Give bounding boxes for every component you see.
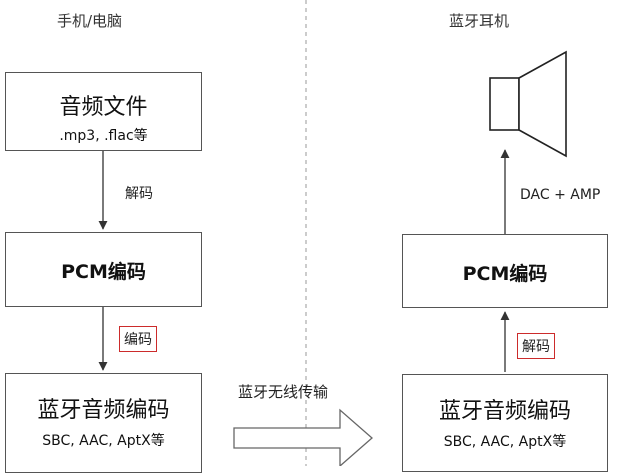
right-pcm-title: PCM编码 (462, 263, 548, 285)
right-decode-label: 解码 (517, 333, 555, 359)
right-bt-codec-formats: SBC, AAC, AptX等 (443, 434, 567, 450)
left-pcm-box: PCM编码 (5, 232, 202, 307)
left-decode-label: 解码 (125, 186, 153, 202)
right-bt-codec-title: 蓝牙音频编码 (438, 399, 571, 424)
audio-file-box: 音频文件 .mp3, .flac等 (5, 72, 202, 151)
left-section-title: 手机/电脑 (57, 12, 123, 30)
transfer-arrow (233, 408, 373, 466)
audio-file-title: 音频文件 (59, 95, 148, 120)
right-bt-codec-box: 蓝牙音频编码 SBC, AAC, AptX等 (402, 374, 608, 472)
left-pcm-title: PCM编码 (61, 261, 146, 283)
right-section-title: 蓝牙耳机 (449, 12, 510, 30)
right-pcm-box: PCM编码 (402, 234, 608, 308)
left-encode-label: 编码 (119, 326, 157, 352)
dac-amp-label: DAC + AMP (520, 187, 601, 203)
left-bt-codec-formats: SBC, AAC, AptX等 (42, 433, 165, 449)
bt-wireless-label: 蓝牙无线传输 (238, 383, 329, 401)
left-bt-codec-box: 蓝牙音频编码 SBC, AAC, AptX等 (5, 373, 202, 473)
left-bt-codec-title: 蓝牙音频编码 (37, 398, 170, 423)
audio-file-formats: .mp3, .flac等 (59, 128, 148, 144)
speaker-icon (489, 50, 567, 158)
